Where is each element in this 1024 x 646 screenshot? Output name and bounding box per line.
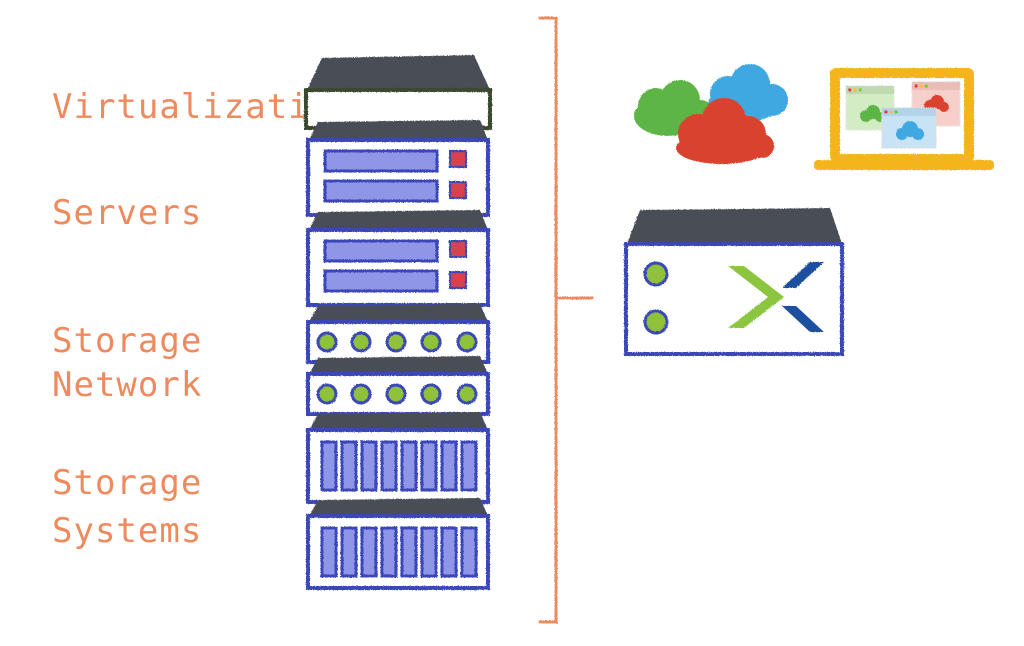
storage-system-1 (306, 412, 490, 504)
label-storage-systems-line2: Systems (52, 511, 203, 551)
red-cloud-icon (676, 98, 774, 164)
virtualization-unit (304, 55, 492, 130)
nutanix-appliance-icon (624, 208, 844, 356)
laptop-icon (814, 68, 994, 170)
server-unit-2 (306, 210, 490, 307)
server-unit-1 (306, 120, 490, 217)
storage-system-2 (306, 498, 490, 590)
nutanix-x-logo (728, 262, 824, 332)
label-storage-systems-line1: Storage (52, 463, 203, 503)
label-virtualization: Virtualization (52, 87, 353, 127)
label-storage-network-line1: Storage (52, 321, 203, 361)
label-storage-network-line2: Network (52, 365, 203, 405)
network-switch-1 (306, 304, 490, 364)
label-servers: Servers (52, 193, 203, 233)
grouping-bracket (538, 16, 594, 624)
network-switch-2 (306, 356, 490, 416)
